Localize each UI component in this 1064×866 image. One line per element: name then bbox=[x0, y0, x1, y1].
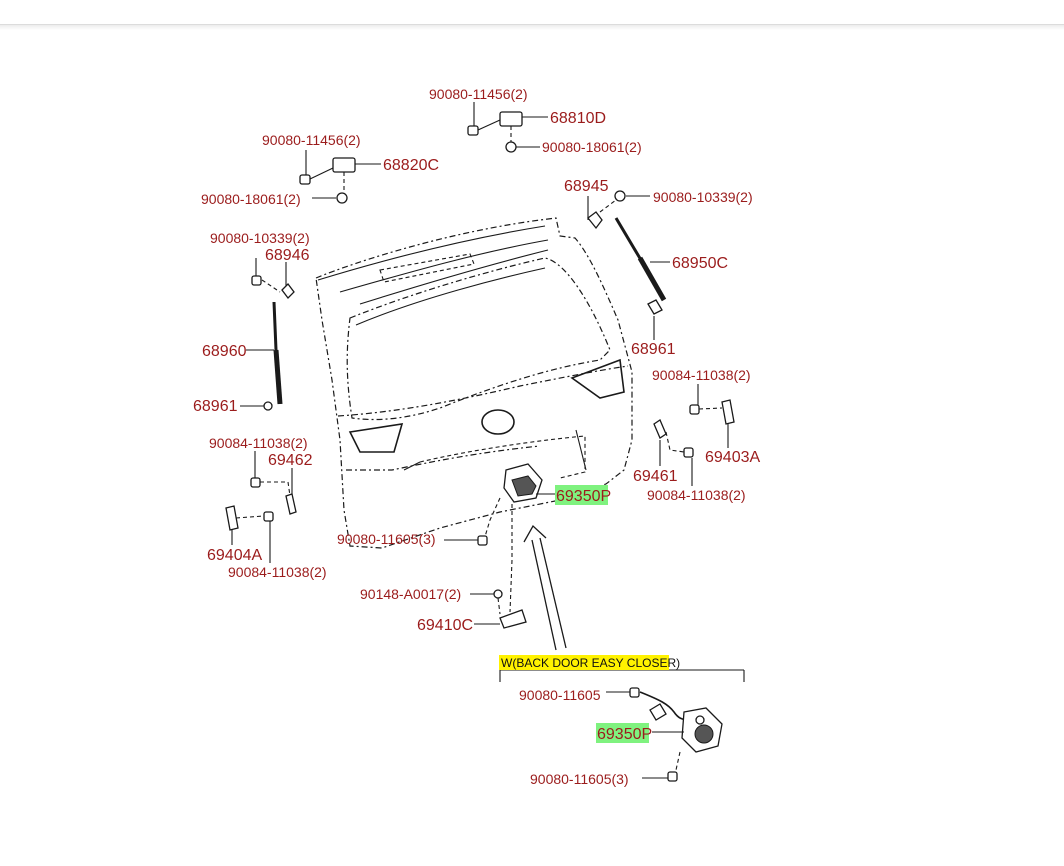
highlight-caption bbox=[499, 655, 669, 670]
lock-69350p bbox=[444, 463, 556, 613]
callout-arrow bbox=[523, 524, 567, 651]
label-90084-11038-right-top: 90084-11038(2) bbox=[652, 367, 751, 383]
strut-68950c bbox=[587, 190, 670, 340]
label-68945: 68945 bbox=[564, 178, 609, 195]
striker-69403a bbox=[653, 384, 735, 486]
label-90148-a0017: 90148-A0017(2) bbox=[360, 586, 461, 602]
label-68960: 68960 bbox=[202, 343, 247, 360]
label-68946: 68946 bbox=[265, 247, 310, 264]
browser-top-bar bbox=[0, 0, 1064, 25]
top-shadow bbox=[0, 25, 1064, 30]
highlight-69350p-lower bbox=[596, 723, 649, 743]
label-68961-right: 68961 bbox=[631, 341, 676, 358]
caption-easy-closer: W(BACK DOOR EASY CLOSER) bbox=[501, 656, 680, 670]
label-90080-11456-top: 90080-11456(2) bbox=[429, 86, 528, 102]
label-69404a: 69404A bbox=[207, 547, 262, 564]
easy-closer-bracket bbox=[499, 669, 745, 682]
label-90080-11456-left: 90080-11456(2) bbox=[262, 132, 361, 148]
label-68950c: 68950C bbox=[672, 255, 728, 272]
label-69350p-upper: 69350P bbox=[556, 488, 611, 505]
label-68810d: 68810D bbox=[550, 110, 606, 127]
handle-69410c bbox=[470, 589, 527, 629]
label-90080-11605-3-lower: 90080-11605(3) bbox=[530, 771, 629, 787]
label-90084-11038-left-bottom: 90084-11038(2) bbox=[228, 564, 327, 580]
label-90080-10339-right: 90080-10339(2) bbox=[653, 189, 753, 205]
highlight-69350p-upper bbox=[555, 485, 608, 505]
strut-68960 bbox=[240, 258, 295, 411]
label-90080-10339-left: 90080-10339(2) bbox=[210, 230, 310, 246]
back-door-outline bbox=[315, 217, 633, 549]
hinge-68820c bbox=[299, 150, 381, 204]
label-68820c: 68820C bbox=[383, 157, 439, 174]
label-90080-18061-top: 90080-18061(2) bbox=[542, 139, 642, 155]
striker-69404a bbox=[225, 451, 297, 563]
label-69462: 69462 bbox=[268, 452, 313, 469]
label-90084-11038-left-top: 90084-11038(2) bbox=[209, 435, 308, 451]
easy-closer-69350p bbox=[606, 687, 723, 782]
label-69403a: 69403A bbox=[705, 449, 760, 466]
label-68961-left: 68961 bbox=[193, 398, 238, 415]
label-90080-11605: 90080-11605 bbox=[519, 687, 601, 703]
label-69350p-lower: 69350P bbox=[597, 726, 652, 743]
label-90080-11605-3-upper: 90080-11605(3) bbox=[337, 531, 436, 547]
label-90084-11038-right-bottom: 90084-11038(2) bbox=[647, 487, 746, 503]
label-69410c: 69410C bbox=[417, 617, 473, 634]
label-90080-18061-left: 90080-18061(2) bbox=[201, 191, 301, 207]
hinge-68810d bbox=[467, 102, 548, 153]
label-69461: 69461 bbox=[633, 468, 678, 485]
